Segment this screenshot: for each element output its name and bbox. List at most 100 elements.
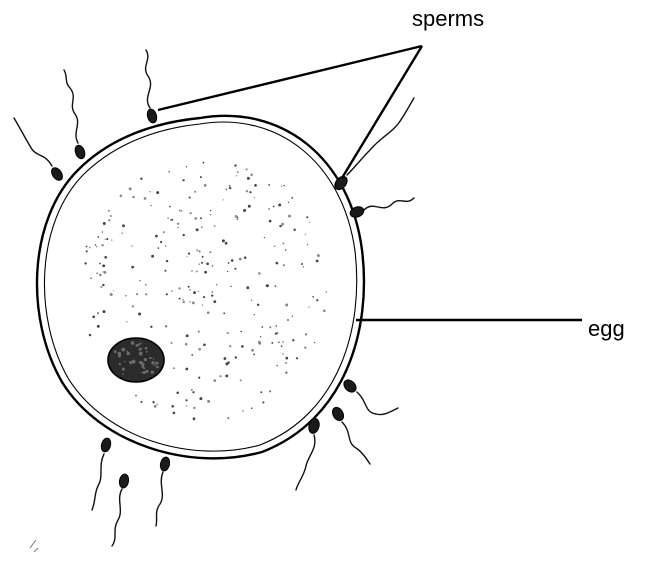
cytoplasm-granule xyxy=(229,187,231,189)
cytoplasm-granule xyxy=(106,238,108,240)
cytoplasm-granule xyxy=(165,245,166,246)
cytoplasm-granule xyxy=(283,264,285,266)
cytoplasm-granule xyxy=(103,310,106,313)
cytoplasm-granule xyxy=(269,390,271,392)
cytoplasm-granule xyxy=(204,271,207,274)
nucleus-granule xyxy=(146,351,148,353)
cytoplasm-granule xyxy=(235,215,238,218)
cytoplasm-granule xyxy=(222,239,225,242)
cytoplasm-granule xyxy=(275,285,277,287)
cytoplasm-granule xyxy=(189,289,190,290)
cytoplasm-granule xyxy=(165,325,168,328)
cytoplasm-granule xyxy=(260,391,262,393)
cytoplasm-granule xyxy=(168,171,170,173)
cytoplasm-granule xyxy=(292,316,293,317)
cytoplasm-granule xyxy=(266,284,269,287)
cytoplasm-granule xyxy=(194,191,196,193)
cytoplasm-granule xyxy=(258,341,261,344)
cytoplasm-granule xyxy=(198,250,200,252)
cytoplasm-granule xyxy=(163,231,165,233)
cytoplasm-granule xyxy=(244,256,247,259)
nucleus-granule xyxy=(124,361,126,363)
cytoplasm-granule xyxy=(103,271,106,274)
cytoplasm-granule xyxy=(101,244,103,246)
cytoplasm-granule xyxy=(156,191,159,194)
cytoplasm-granule xyxy=(186,405,188,407)
cytoplasm-granule xyxy=(140,401,142,403)
cytoplasm-granule xyxy=(223,199,224,200)
cytoplasm-granule xyxy=(237,171,239,173)
nucleus-granule xyxy=(114,350,117,353)
cytoplasm-granule xyxy=(278,341,280,343)
cytoplasm-granule xyxy=(102,264,105,267)
cytoplasm-granule xyxy=(171,342,173,344)
nucleus-granule xyxy=(145,347,148,350)
cytoplasm-granule xyxy=(193,417,196,420)
cytoplasm-granule xyxy=(283,185,284,186)
nucleus-granule xyxy=(155,362,157,364)
cytoplasm-granule xyxy=(120,195,123,198)
cytoplasm-granule xyxy=(191,354,193,356)
cytoplasm-granule xyxy=(126,321,127,322)
cytoplasm-granule xyxy=(241,345,244,348)
cytoplasm-granule xyxy=(275,333,277,335)
cytoplasm-granule xyxy=(200,176,202,178)
cytoplasm-granule xyxy=(281,223,284,226)
cytoplasm-granule xyxy=(326,291,327,292)
cytoplasm-granule xyxy=(186,334,189,337)
cytoplasm-granule xyxy=(223,357,226,360)
sperm-cell xyxy=(112,473,130,546)
cytoplasm-granule xyxy=(236,175,237,176)
cytoplasm-granule xyxy=(150,326,152,328)
cytoplasm-granule xyxy=(103,222,106,225)
cytoplasm-granule xyxy=(104,256,107,259)
cytoplasm-granule xyxy=(198,291,199,292)
cytoplasm-granule xyxy=(171,405,174,408)
cytoplasm-granule xyxy=(251,349,254,352)
cytoplasm-granule xyxy=(84,262,86,264)
cytoplasm-granule xyxy=(145,293,147,295)
cytoplasm-granule xyxy=(210,214,211,215)
cytoplasm-granule xyxy=(194,217,197,220)
cytoplasm-granule xyxy=(201,262,203,264)
cytoplasm-granule xyxy=(187,256,188,257)
cytoplasm-granule xyxy=(285,372,287,374)
cytoplasm-granule xyxy=(167,217,169,219)
cytoplasm-granule xyxy=(308,307,309,308)
nucleus-granule xyxy=(154,364,156,366)
cytoplasm-granule xyxy=(86,250,88,252)
nucleus-granule xyxy=(141,365,144,368)
cytoplasm-granule xyxy=(186,399,188,401)
cytoplasm-granule xyxy=(96,272,98,274)
cytoplasm-granule xyxy=(140,177,142,179)
cytoplasm-granule xyxy=(229,185,231,187)
cytoplasm-granule xyxy=(288,215,291,218)
nucleus-granule xyxy=(137,344,139,346)
nucleus-granule xyxy=(143,371,146,374)
cytoplasm-granule xyxy=(204,184,207,187)
cytoplasm-granule xyxy=(243,209,246,212)
cytoplasm-granule xyxy=(227,417,229,419)
cytoplasm-granule xyxy=(213,300,216,303)
cytoplasm-granule xyxy=(246,286,249,289)
cytoplasm-granule xyxy=(131,245,133,247)
cytoplasm-granule xyxy=(213,379,216,382)
cytoplasm-granule xyxy=(258,272,261,275)
cytoplasm-granule xyxy=(158,247,160,249)
cytoplasm-granule xyxy=(206,262,209,265)
cytoplasm-granule xyxy=(177,227,178,228)
cytoplasm-granule xyxy=(240,379,242,381)
cytoplasm-granule xyxy=(202,256,204,258)
nucleus-granule xyxy=(139,352,143,356)
cytoplasm-granule xyxy=(97,312,99,314)
cytoplasm-granule xyxy=(240,331,242,333)
cytoplasm-granule xyxy=(89,247,91,249)
sperm-cell xyxy=(156,456,171,526)
cytoplasm-granule xyxy=(173,367,175,369)
cytoplasm-granule xyxy=(278,204,281,207)
cytoplasm-granule xyxy=(304,347,306,349)
cytoplasm-granule xyxy=(227,332,229,334)
cytoplasm-granule xyxy=(191,389,193,391)
cytoplasm-granule xyxy=(89,334,91,336)
cytoplasm-granule xyxy=(269,220,272,223)
